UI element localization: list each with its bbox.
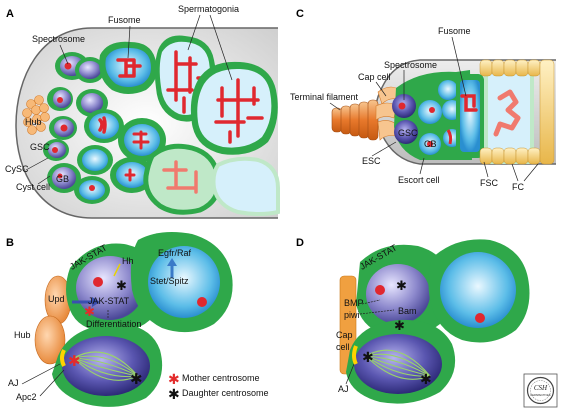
label-cell-d: cell	[336, 342, 350, 352]
ovary-cyst-late	[484, 68, 534, 164]
legend-daughter-icon: ✱	[168, 387, 180, 403]
follicle-cells	[479, 59, 555, 165]
label-spermatogonia: Spermatogonia	[178, 4, 239, 14]
label-gsc-a: GSC	[30, 142, 50, 152]
cystoblast-d	[440, 252, 516, 328]
daughter-centrosome-b2: ✱	[116, 279, 127, 294]
label-jak-stat-mid: JAK-STAT	[88, 296, 130, 306]
fusome-dot-b2	[197, 297, 207, 307]
panel-d-letter: D	[296, 237, 304, 249]
label-cyst-cell: Cyst cell	[16, 182, 50, 192]
label-hub-a: Hub	[25, 117, 42, 127]
panel-c-letter: C	[296, 8, 304, 20]
label-cysc: CySC	[5, 164, 29, 174]
ovary-cyst-fusome	[456, 74, 484, 158]
label-fc: FC	[512, 182, 524, 192]
label-esc: ESC	[362, 156, 381, 166]
gsc-cells-a	[43, 52, 108, 193]
label-cap-d: Cap	[336, 330, 353, 340]
label-differentiation: Differentiation	[86, 319, 141, 329]
panel-c-labels: Spectrosome Fusome Cap cell Terminal fil…	[290, 26, 539, 192]
hub-cell-b-2	[34, 315, 66, 365]
label-fusome-a: Fusome	[108, 15, 141, 25]
label-bam: Bam	[398, 306, 417, 316]
hub-cluster	[22, 95, 50, 135]
label-aj-b: AJ	[8, 378, 19, 388]
centrosome-d2: ✱	[420, 372, 432, 388]
spectrosome-dot-d2	[475, 313, 485, 323]
label-upd: Upd	[48, 294, 65, 304]
label-piwi: piwi	[344, 310, 360, 320]
centrosome-d1: ✱	[362, 350, 374, 366]
label-bmp: BMP	[344, 298, 364, 308]
centrosome-d4: ✱	[394, 319, 405, 334]
logo-line2: PERSPECTIVES	[531, 393, 551, 397]
legend-mother-label: Mother centrosome	[182, 373, 260, 383]
terminal-filament	[331, 99, 379, 141]
cyst-lower	[143, 143, 280, 216]
label-fsc: FSC	[480, 178, 499, 188]
egfr-arrowhead-b	[167, 258, 177, 266]
mother-centrosome-b2: ✱	[84, 305, 95, 320]
label-spectrosome-a: Spectrosome	[32, 34, 85, 44]
label-hh: Hh	[122, 256, 134, 266]
centrosome-d3: ✱	[396, 279, 407, 294]
hh-arrow-b	[113, 263, 121, 277]
label-gb: GB	[56, 174, 69, 184]
label-stet-spitz: Stet/Spitz	[150, 276, 189, 286]
label-apc2: Apc2	[16, 392, 37, 402]
cyst-8-cell	[99, 41, 158, 94]
daughter-centrosome-b1: ✱	[130, 370, 143, 388]
label-cb: CB	[424, 139, 437, 149]
cysts-early	[74, 109, 166, 204]
panel-c: C	[290, 8, 556, 192]
label-escort-cell: Escort cell	[398, 175, 440, 185]
label-terminal-filament: Terminal filament	[290, 92, 359, 102]
legend-mother-icon: ✱	[168, 372, 180, 388]
panel-b-letter: B	[6, 237, 14, 249]
label-aj-d: AJ	[338, 384, 349, 394]
gsc-upper-d	[366, 264, 430, 324]
panel-d: D ✱ ✱ ✱ ✱ JAK-STAT BMP piwi	[296, 237, 530, 404]
label-hub-b: Hub	[14, 330, 31, 340]
label-spectrosome-c: Spectrosome	[384, 60, 437, 70]
jak-stat-arrowhead-b	[92, 297, 100, 307]
csh-perspectives-logo: CSH PERSPECTIVES	[523, 373, 558, 408]
logo-line1: CSH	[534, 384, 548, 392]
label-egfr-raf: Egfr/Raf	[158, 248, 192, 258]
label-fusome-c: Fusome	[438, 26, 471, 36]
label-cap-cell: Cap cell	[358, 72, 391, 82]
label-gsc-c: GSC	[398, 128, 418, 138]
panel-b: B ✱ ✱ ✱ ✱	[6, 232, 269, 407]
gsc-dividing-b	[62, 336, 150, 396]
mother-centrosome-b1: ✱	[68, 352, 81, 370]
spindle-d	[365, 349, 431, 380]
panel-a: A	[5, 4, 280, 219]
fusome-dot-b1	[93, 277, 103, 287]
centrosome-legend: ✱ Mother centrosome ✱ Daughter centrosom…	[168, 372, 269, 403]
spectrosome-dot-d1	[375, 285, 385, 295]
legend-daughter-label: Daughter centrosome	[182, 388, 269, 398]
spindle-b	[73, 351, 139, 381]
panel-a-labels: Fusome Spermatogonia Spectrosome Hub GSC…	[5, 4, 239, 192]
adherens-junction-b	[60, 349, 66, 367]
cyst-16-cell-large	[190, 61, 278, 155]
adherens-junction-d	[352, 345, 358, 365]
panel-a-letter: A	[6, 8, 14, 20]
